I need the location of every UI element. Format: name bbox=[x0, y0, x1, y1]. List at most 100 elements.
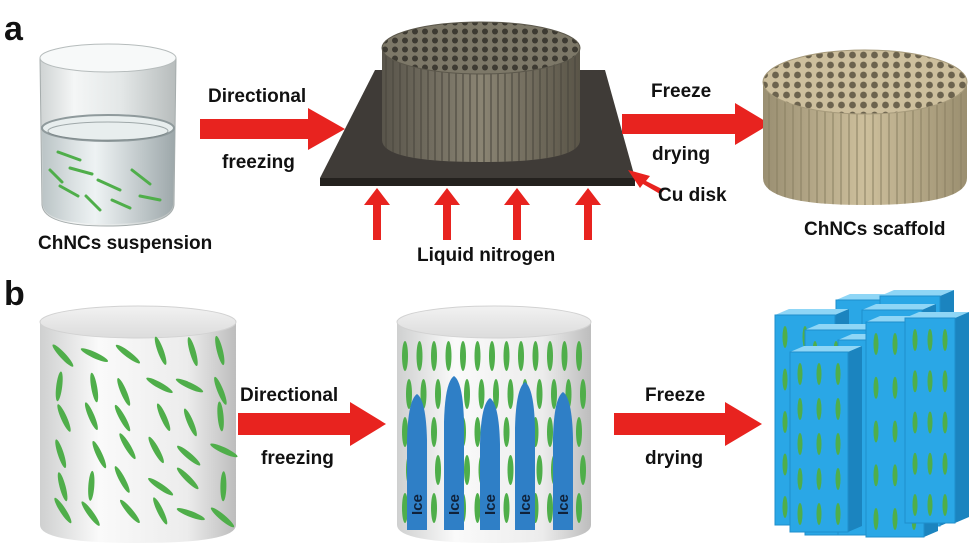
wall-nanocrystal bbox=[927, 452, 933, 475]
wall-nanocrystal bbox=[782, 453, 788, 476]
arrow-directional-freezing-b bbox=[238, 402, 386, 446]
nanocrystal bbox=[210, 443, 238, 458]
scaffold-wall-top bbox=[905, 312, 969, 318]
ice-label: Ice bbox=[446, 494, 463, 515]
wall-nanocrystal bbox=[816, 468, 822, 490]
wall-nanocrystal bbox=[892, 420, 898, 443]
aligned-nanocrystal bbox=[580, 455, 586, 485]
arrow-label-directional-b: Directional bbox=[240, 385, 338, 406]
wall-nanocrystal bbox=[942, 452, 948, 475]
nanocrystal bbox=[177, 445, 201, 466]
nanocrystal bbox=[148, 436, 164, 464]
wall-nanocrystal bbox=[782, 496, 788, 518]
ice-column bbox=[444, 376, 464, 530]
nanocrystal bbox=[114, 466, 130, 493]
wall-nanocrystal bbox=[892, 333, 898, 355]
wall-nanocrystal bbox=[942, 370, 948, 393]
aligned-nanocrystal bbox=[532, 341, 539, 371]
aligned-nanocrystal bbox=[536, 455, 543, 485]
beaker-illustration bbox=[39, 43, 177, 227]
aligned-nanocrystal bbox=[464, 455, 470, 485]
wall-nanocrystal bbox=[873, 333, 879, 355]
arrow-label-drying: drying bbox=[652, 144, 710, 165]
aligned-nanocrystal bbox=[576, 417, 582, 447]
wall-nanocrystal bbox=[782, 368, 788, 391]
wall-nanocrystal bbox=[892, 464, 898, 487]
nanocrystal bbox=[81, 501, 100, 526]
wall-nanocrystal bbox=[782, 411, 788, 433]
aligned-nanocrystal bbox=[507, 379, 514, 409]
wall-nanocrystal bbox=[835, 468, 841, 490]
scaffold-caption: ChNCs scaffold bbox=[804, 219, 945, 240]
nanocrystal bbox=[57, 404, 71, 432]
ice-column bbox=[553, 392, 573, 530]
nanocrystal bbox=[220, 471, 227, 502]
ice-column bbox=[407, 394, 427, 530]
ice-label: Ice bbox=[482, 494, 499, 515]
nanocrystal bbox=[215, 335, 225, 366]
aligned-nanocrystal bbox=[547, 341, 553, 371]
liquid-nitrogen-label: Liquid nitrogen bbox=[417, 245, 555, 266]
nanocrystal bbox=[146, 377, 173, 394]
nanocrystal bbox=[154, 336, 167, 365]
nanocrystal bbox=[55, 371, 63, 402]
aligned-nanocrystal bbox=[406, 379, 412, 409]
arrow-freeze-drying-a bbox=[622, 103, 770, 145]
wall-nanocrystal bbox=[927, 411, 933, 434]
aligned-nanocrystal bbox=[561, 341, 568, 371]
nanocrystal bbox=[117, 378, 131, 406]
aligned-nanocrystal bbox=[460, 341, 466, 371]
wall-nanocrystal bbox=[942, 494, 948, 516]
arrow-label-freeze-b: Freeze bbox=[645, 385, 705, 406]
aligned-nanocrystal bbox=[551, 379, 557, 409]
aligned-nanocrystal bbox=[518, 341, 524, 371]
wall-nanocrystal bbox=[835, 398, 841, 420]
aligned-nanocrystal bbox=[435, 455, 441, 485]
nanocrystal bbox=[210, 507, 235, 528]
arrow-label-freezing: freezing bbox=[222, 152, 295, 173]
wall-nanocrystal bbox=[816, 398, 822, 420]
wall-nanocrystal bbox=[912, 329, 918, 351]
aligned-nanocrystal bbox=[474, 417, 481, 447]
aligned-nanocrystal bbox=[489, 341, 495, 371]
wall-nanocrystal bbox=[892, 508, 898, 530]
scaffold-wall-top bbox=[880, 290, 954, 296]
nanocrystal bbox=[119, 499, 140, 524]
wall-nanocrystal bbox=[942, 411, 948, 434]
wall-nanocrystal bbox=[797, 433, 803, 455]
nanocrystal bbox=[217, 401, 224, 432]
wall-nanocrystal bbox=[797, 363, 803, 385]
nanocrystal bbox=[80, 348, 109, 362]
aligned-nanocrystal bbox=[478, 379, 485, 409]
aligned-nanocrystal bbox=[435, 379, 441, 409]
nanocrystal bbox=[114, 404, 131, 432]
cu-disk-label: Cu disk bbox=[658, 185, 727, 206]
wall-nanocrystal bbox=[797, 468, 803, 490]
arrow-directional-freezing-a bbox=[200, 108, 345, 150]
wall-nanocrystal bbox=[927, 494, 933, 516]
scaffold-wall-side bbox=[848, 346, 862, 532]
liquid-nitrogen-arrows bbox=[364, 188, 601, 240]
aligned-nanocrystal bbox=[576, 341, 582, 371]
wall-nanocrystal bbox=[835, 433, 841, 455]
aligned-nanocrystal bbox=[402, 341, 408, 371]
aligned-nanocrystal bbox=[536, 379, 543, 409]
cylinder-random-crystals bbox=[39, 305, 238, 543]
nanocrystal bbox=[55, 439, 67, 468]
aligned-nanocrystal bbox=[580, 379, 586, 409]
random-crystals bbox=[52, 335, 238, 528]
wall-nanocrystal bbox=[873, 376, 879, 399]
nanocrystal bbox=[119, 433, 136, 460]
nanocrystal bbox=[214, 376, 227, 405]
cu-disk-pointer-arrow bbox=[628, 170, 664, 194]
wall-nanocrystal bbox=[912, 494, 918, 516]
wall-nanocrystal bbox=[797, 398, 803, 420]
aligned-nanocrystal bbox=[416, 341, 423, 371]
aligned-nanocrystal bbox=[507, 455, 514, 485]
nanocrystal bbox=[92, 440, 107, 469]
nanocrystal bbox=[183, 408, 197, 437]
arrow-label-freezing-b: freezing bbox=[261, 448, 334, 469]
scaffold-wall-side bbox=[955, 312, 969, 523]
wall-nanocrystal bbox=[912, 411, 918, 434]
